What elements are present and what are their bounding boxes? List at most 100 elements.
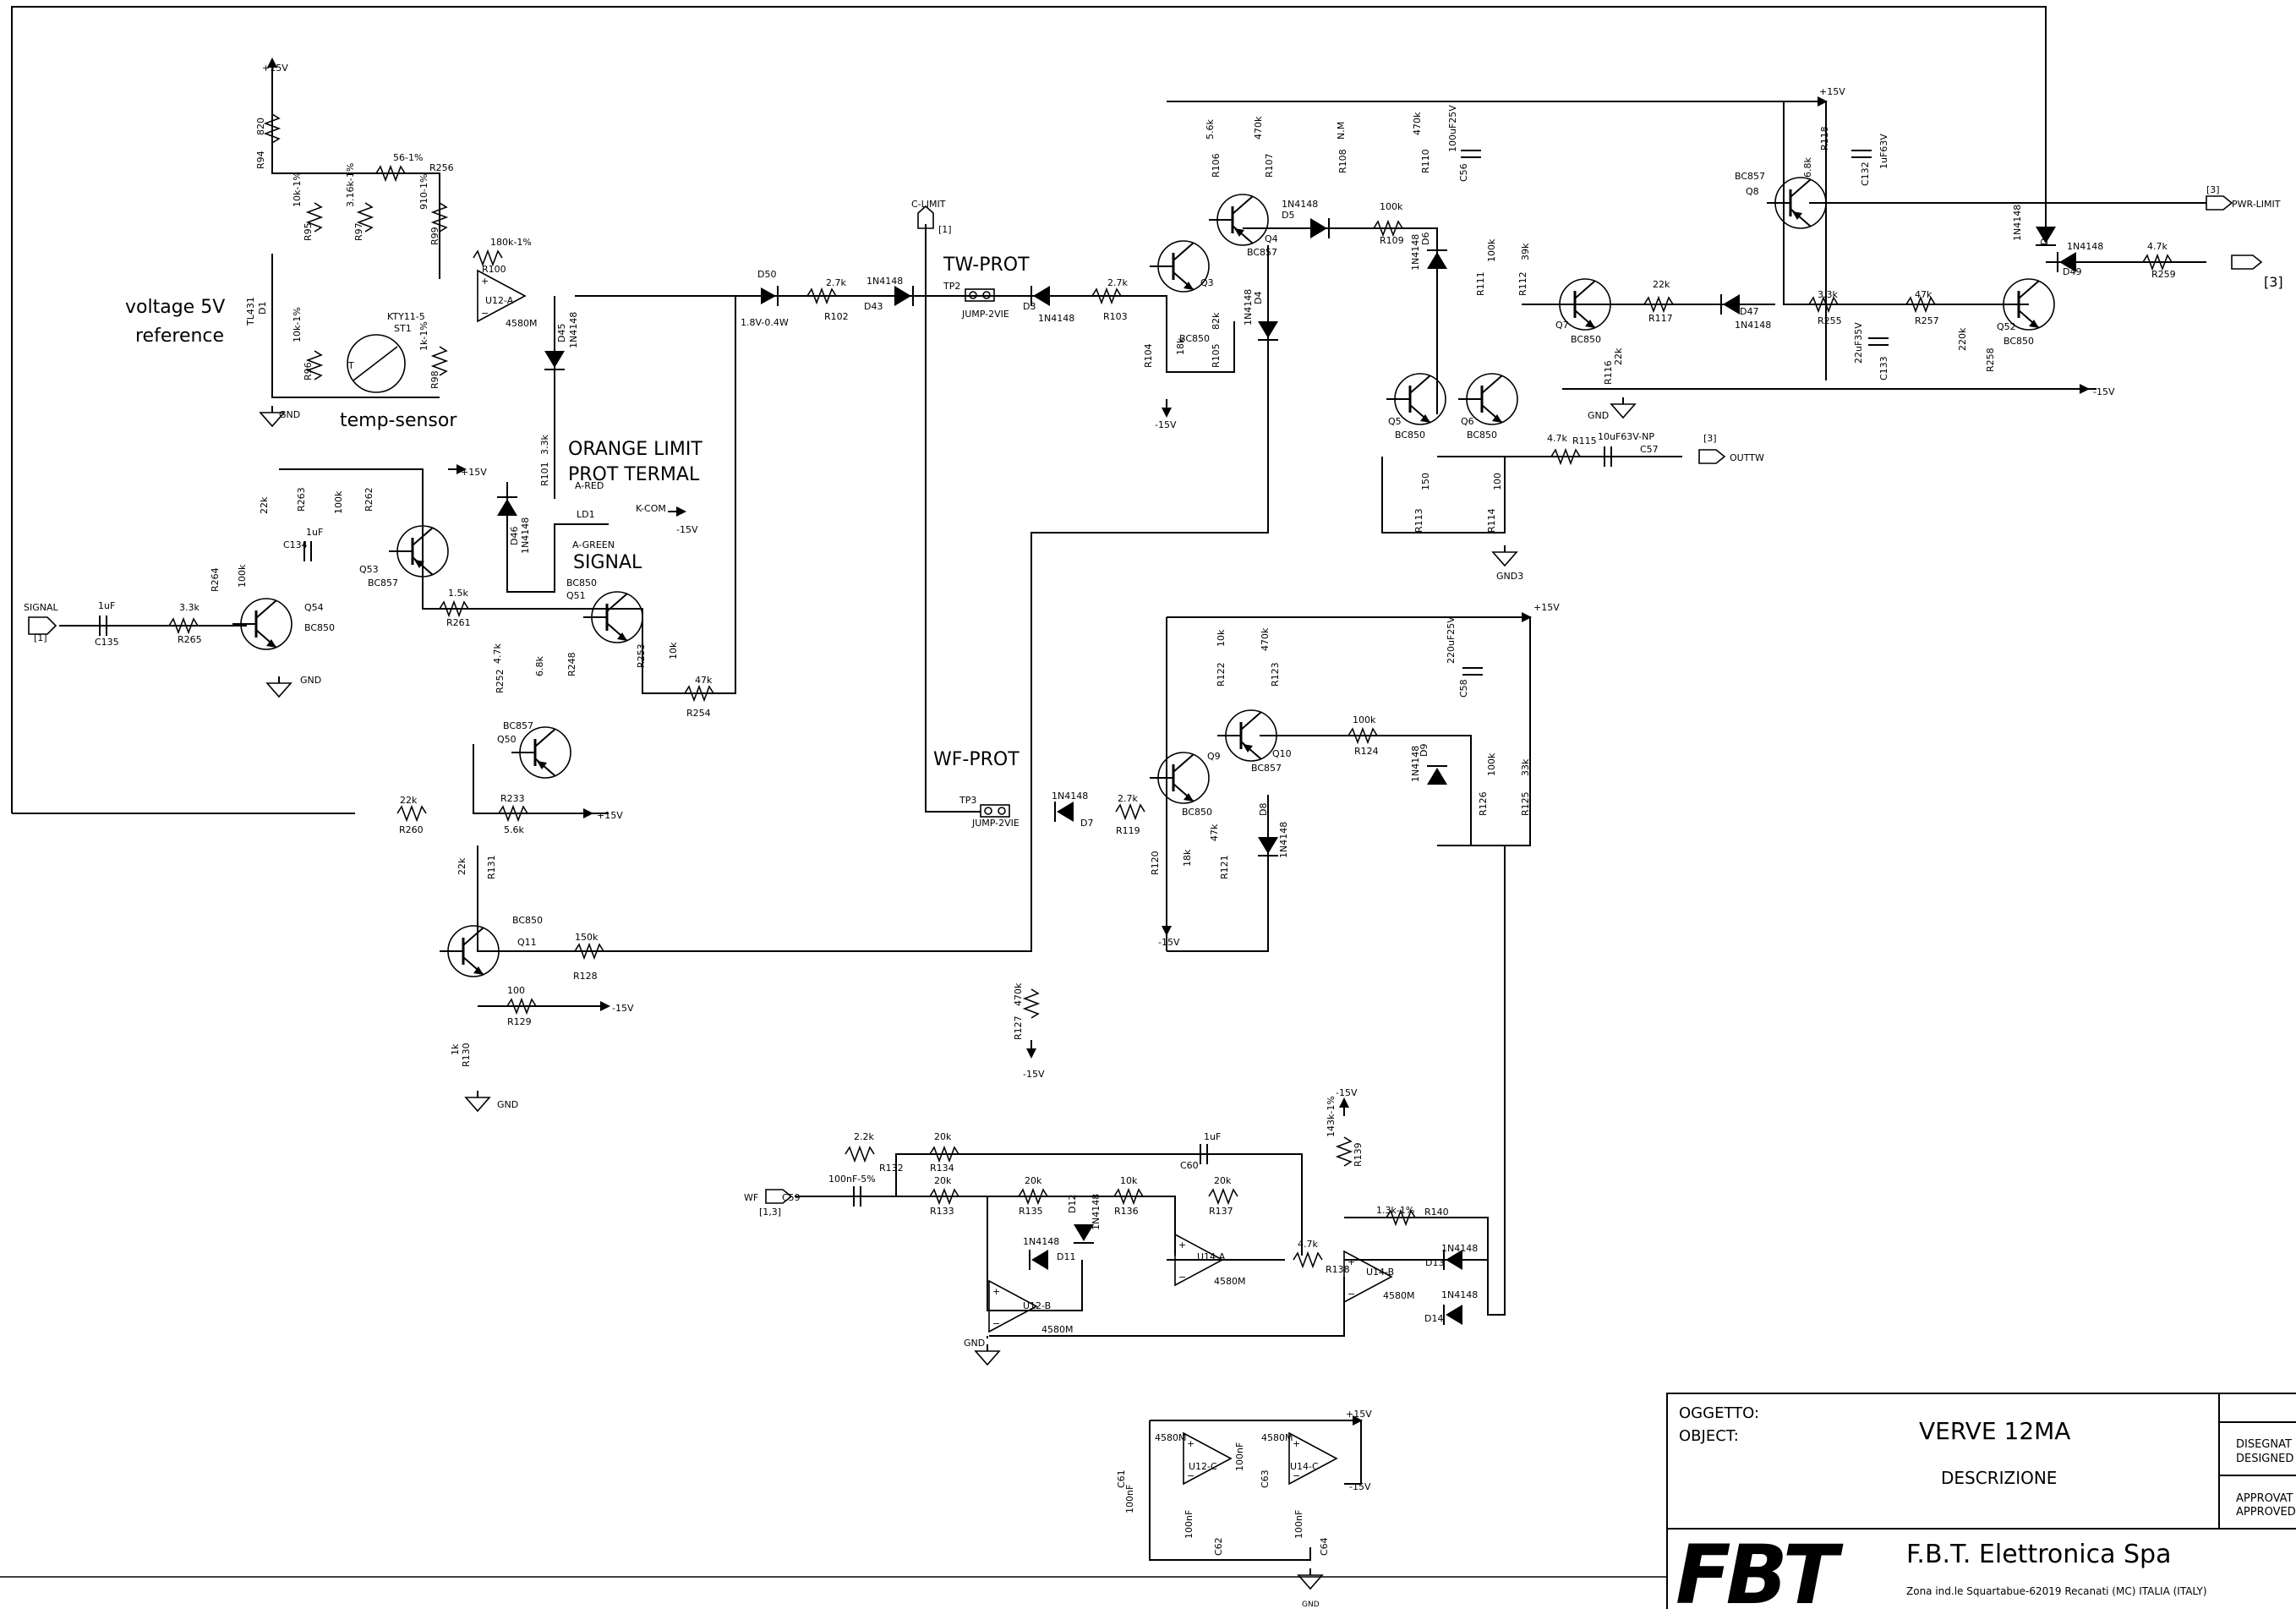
label-q4v: BC857 bbox=[1247, 247, 1277, 258]
tb-object: OBJECT: bbox=[1679, 1427, 1739, 1445]
label-r113: R113 bbox=[1413, 508, 1424, 533]
notes: voltage 5V reference temp-sensor ORANGE … bbox=[125, 254, 1030, 770]
jumper-tp3 bbox=[980, 804, 1010, 818]
supply-p15-ref: +15V bbox=[262, 63, 288, 74]
label-r258: R258 bbox=[1985, 348, 1996, 372]
note-vref-2: reference bbox=[135, 326, 224, 347]
label-r125v: 33k bbox=[1520, 758, 1531, 776]
label-c60: C60 bbox=[1180, 1160, 1199, 1171]
label-d6: D6 bbox=[1420, 233, 1431, 245]
tb-designed: DESIGNED bbox=[2236, 1453, 2293, 1465]
label-d4v: 1N4148 bbox=[1243, 289, 1254, 326]
label-d14v: 1N4148 bbox=[1441, 1289, 1478, 1300]
label-c56v: 100uF25V bbox=[1447, 105, 1458, 152]
label-c57: C57 bbox=[1640, 444, 1659, 455]
tb-approvat: APPROVAT bbox=[2236, 1492, 2293, 1505]
label-r259v: 4.7k bbox=[2147, 241, 2168, 252]
label-r248v: 6.8k bbox=[534, 656, 545, 676]
label-r110v: 470k bbox=[1412, 112, 1423, 135]
label-r130v: 1k bbox=[450, 1043, 461, 1055]
port-right bbox=[2231, 254, 2263, 270]
label-r125: R125 bbox=[1520, 791, 1531, 816]
label-d7v: 1N4148 bbox=[1052, 791, 1088, 802]
label-r104: R104 bbox=[1143, 343, 1154, 368]
port-outtw bbox=[1698, 449, 1726, 464]
supply-labels: +15V +15V -15V +15V -15V -15V -15V -15V … bbox=[262, 63, 2115, 1609]
components: T bbox=[231, 176, 2056, 1485]
label-r233v: 5.6k bbox=[504, 824, 524, 835]
supply-p15-top: +15V bbox=[1819, 86, 1845, 97]
label-r260v: 22k bbox=[400, 795, 418, 806]
label-r105v: 82k bbox=[1211, 312, 1222, 330]
supply-gnd-u12b: GND bbox=[964, 1338, 985, 1349]
label-u14cv: 4580M bbox=[1261, 1432, 1293, 1443]
label-r138: R138 bbox=[1326, 1264, 1350, 1275]
label-r122v: 10k bbox=[1216, 629, 1227, 647]
label-q8v: BC857 bbox=[1735, 171, 1765, 182]
port-pwr-label: PWR-LIMIT bbox=[2232, 199, 2281, 210]
label-d3: D3 bbox=[1023, 301, 1036, 312]
supply-p15-q50: +15V bbox=[597, 810, 623, 821]
label-d43: D43 bbox=[864, 301, 883, 312]
label-kcom: K-COM bbox=[636, 503, 666, 514]
wire-wf bbox=[795, 1153, 1303, 1256]
label-r265v: 3.3k bbox=[179, 602, 200, 613]
label-d43v: 1N4148 bbox=[866, 276, 903, 287]
label-c60v: 1uF bbox=[1204, 1131, 1221, 1142]
label-r118: R118 bbox=[1819, 126, 1830, 151]
label-agreen: A-GREEN bbox=[572, 539, 615, 550]
label-q10v: BC857 bbox=[1251, 763, 1282, 774]
capacitors bbox=[99, 150, 1889, 1207]
label-r135v: 20k bbox=[1025, 1175, 1042, 1186]
label-ld1: LD1 bbox=[577, 509, 595, 520]
port-signal-ref: [1] bbox=[34, 632, 47, 643]
label-q52v: BC850 bbox=[2004, 336, 2034, 347]
label-r253v: 10k bbox=[668, 642, 679, 659]
label-q6: Q6 bbox=[1461, 416, 1474, 427]
label-r132: R132 bbox=[879, 1163, 904, 1174]
label-r99v: 910-1% bbox=[418, 174, 429, 210]
wire-outer-loop bbox=[11, 6, 2047, 813]
wire-supply bbox=[1150, 1420, 1362, 1485]
note-temp-sensor: temp-sensor bbox=[340, 410, 457, 431]
label-d49: D49 bbox=[2063, 266, 2081, 277]
label-q54v: BC850 bbox=[304, 622, 335, 633]
label-r253: R253 bbox=[636, 643, 647, 668]
label-r130: R130 bbox=[461, 1043, 472, 1067]
wire-u14b-2 bbox=[1344, 1217, 1489, 1260]
label-q8: Q8 bbox=[1746, 186, 1759, 197]
label-d14: D14 bbox=[1424, 1313, 1443, 1324]
label-r108v: N.M bbox=[1336, 122, 1347, 140]
label-d8: D8 bbox=[1258, 803, 1269, 816]
label-q54: Q54 bbox=[304, 602, 324, 613]
label-r134: R134 bbox=[930, 1163, 954, 1174]
label-r100: R100 bbox=[482, 264, 506, 275]
label-r107v: 470k bbox=[1253, 116, 1264, 140]
note-tw-prot: TW-PROT bbox=[943, 254, 1030, 276]
supply-gnd-ref: GND bbox=[279, 409, 300, 420]
label-r94: R94 bbox=[255, 151, 266, 169]
supply-gnd-q54: GND bbox=[300, 675, 321, 686]
label-d13: D13 bbox=[1425, 1257, 1444, 1268]
label-c63v: 100nF bbox=[1234, 1442, 1245, 1471]
label-c64v: 100nF bbox=[1293, 1510, 1304, 1539]
wire-u14b bbox=[1344, 846, 1506, 1316]
supply-m15-q9: -15V bbox=[1158, 937, 1180, 948]
label-r109v: 100k bbox=[1380, 201, 1403, 212]
label-u12c: U12-C bbox=[1189, 1461, 1217, 1472]
label-r101: R101 bbox=[539, 462, 550, 486]
label-r264v: 100k bbox=[237, 564, 248, 588]
port-climit-ref: [1] bbox=[938, 224, 952, 235]
label-r109: R109 bbox=[1380, 235, 1404, 246]
label-r120: R120 bbox=[1150, 851, 1161, 875]
label-d47: D47 bbox=[1740, 306, 1758, 317]
label-r121v: 47k bbox=[1209, 824, 1220, 841]
label-r94v: 820 bbox=[255, 118, 266, 135]
port-wf bbox=[765, 1189, 793, 1204]
label-d50v: 1.8V-0.4W bbox=[741, 317, 789, 328]
tb-oggetto: OGGETTO: bbox=[1679, 1404, 1759, 1422]
label-d1a: TL431 bbox=[245, 297, 256, 326]
label-r114v: 100 bbox=[1492, 473, 1503, 490]
label-st1b: ST1 bbox=[394, 323, 412, 334]
label-r259: R259 bbox=[2151, 269, 2176, 280]
